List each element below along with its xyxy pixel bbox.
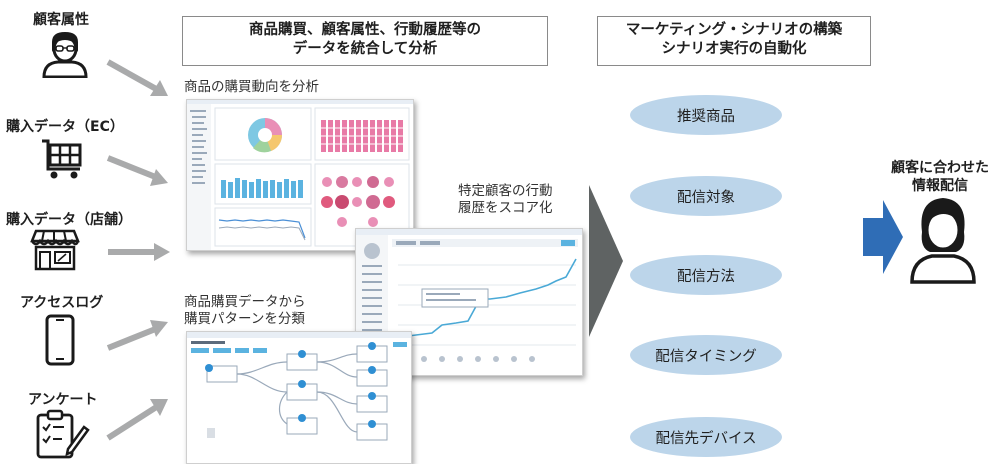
scenario-item-label: 配信タイミング: [655, 348, 757, 365]
caption-score-line2: 履歴をスコア化: [458, 200, 553, 216]
source-label-access-log: アクセスログ: [20, 295, 104, 311]
caption-score-line1: 特定顧客の行動: [458, 183, 553, 199]
dashboard-screenshot: [186, 99, 414, 251]
store-icon: [30, 229, 80, 271]
source-label-store-purchase: 購入データ（店舗）: [6, 212, 132, 228]
shopping-cart-icon: [42, 139, 82, 179]
blue-delivery-arrow: [863, 200, 903, 274]
scenario-item-recommended-products: 推奨商品: [630, 95, 782, 135]
purchase-pattern-screenshot: [186, 331, 412, 464]
smartphone-icon: [45, 314, 75, 366]
result-label-line2: 情報配信: [912, 178, 968, 194]
scenario-item-label: 配信先デバイス: [655, 430, 757, 447]
analysis-header-line2: データを統合して分析: [292, 41, 438, 57]
marketing-header-line2: シナリオ実行の自動化: [661, 41, 807, 57]
result-label: 顧客に合わせた 情報配信: [880, 159, 1000, 195]
scenario-item-device: 配信先デバイス: [630, 417, 782, 457]
score-thumbnail: [356, 229, 582, 375]
caption-pattern-line1: 商品購買データから: [184, 294, 306, 310]
customer-score-screenshot: [355, 228, 583, 376]
scenario-item-method: 配信方法: [630, 255, 782, 295]
marketing-header-line1: マーケティング・シナリオの構築: [625, 22, 843, 38]
marketing-header: マーケティング・シナリオの構築 シナリオ実行の自動化: [597, 16, 871, 66]
source-arrow-2: [106, 155, 168, 186]
person-icon: [910, 198, 976, 284]
caption-pattern-line2: 購買パターンを分類: [184, 311, 305, 327]
pattern-thumbnail: [187, 332, 411, 441]
result-label-line1: 顧客に合わせた: [891, 160, 989, 176]
analysis-header: 商品購買、顧客属性、行動履歴等の データを統合して分析: [182, 16, 548, 66]
source-label-survey: アンケート: [28, 392, 98, 408]
source-label-customer-attributes: 顧客属性: [33, 12, 89, 28]
source-arrow-5: [106, 399, 168, 441]
scenario-item-target: 配信対象: [630, 176, 782, 216]
scenario-item-label: 配信方法: [677, 268, 735, 285]
person-icon: [42, 32, 88, 78]
scenario-item-label: 配信対象: [677, 189, 735, 206]
source-arrow-4: [106, 320, 168, 351]
big-process-arrow: [589, 185, 623, 337]
source-arrow-3: [108, 243, 170, 261]
analysis-header-line1: 商品購買、顧客属性、行動履歴等の: [249, 22, 481, 38]
scenario-item-timing: 配信タイミング: [630, 335, 782, 375]
clipboard-icon: [36, 409, 90, 459]
caption-purchase-trend: 商品の購買動向を分析: [184, 79, 319, 95]
scenario-item-label: 推奨商品: [677, 108, 735, 125]
source-arrow-1: [106, 59, 168, 96]
source-label-ec-purchase: 購入データ（EC）: [6, 119, 124, 135]
